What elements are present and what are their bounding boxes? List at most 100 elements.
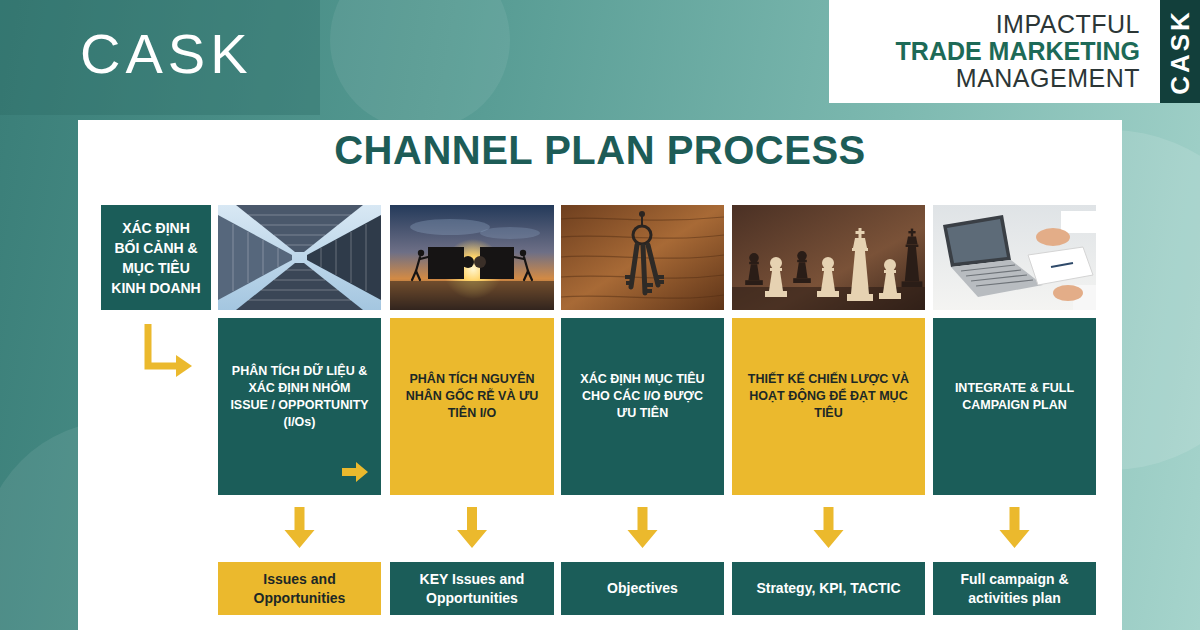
process-box-text: INTEGRATE & FULL CAMPAIGN PLAN: [944, 380, 1085, 414]
laptop-photo-shape: [933, 205, 1096, 310]
laptop-photo-shape: [1028, 247, 1093, 285]
puzzle-photo: [390, 205, 554, 310]
puzzle-photo-shape: [410, 219, 490, 235]
keys-photo-shape: [641, 215, 643, 226]
skyscraper-photo-shape: [336, 240, 337, 275]
skyscraper-photo-shape: [286, 270, 313, 271]
skyscraper-photo-shape: [321, 248, 322, 267]
process-box: THIẾT KẾ CHIẾN LƯỢC VÀ HOẠT ĐỘNG ĐỂ ĐẠT …: [732, 318, 925, 495]
block-arrow: [814, 507, 844, 548]
laptop-photo-shape: [971, 275, 1027, 281]
step-arrow-icon: [342, 462, 368, 482]
chess-photo-shape: [793, 251, 811, 283]
skyscraper-photo-shape: [307, 215, 381, 300]
brand-logo-text: CASK: [80, 24, 253, 84]
puzzle-photo-shape: [528, 271, 532, 280]
puzzle-photo-shape: [420, 257, 428, 259]
flow-arrow: [457, 507, 487, 548]
puzzle-photo-shape: [474, 256, 486, 268]
laptop-photo: [933, 205, 1096, 310]
process-box-text: PHÂN TÍCH DỮ LIỆU & XÁC ĐỊNH NHÓM ISSUE …: [229, 363, 370, 431]
background-blur-shape: [0, 0, 320, 115]
output-box: KEY Issues and Opportunities: [390, 562, 554, 615]
chess-photo-shape: [732, 205, 925, 310]
flow-arrow: [148, 324, 192, 377]
skyscraper-photo-shape: [248, 232, 249, 283]
flow-arrow: [285, 507, 315, 548]
laptop-photo-shape: [966, 270, 1021, 276]
puzzle-photo-shape: [390, 205, 554, 310]
puzzle-photo-shape: [514, 257, 524, 259]
puzzle-photo-shape: [520, 250, 526, 256]
chess-photo-shape: [879, 259, 901, 299]
flow-arrow: [1000, 507, 1030, 548]
laptop-photo-shape: [976, 280, 1033, 286]
skyscraper-photo-shape: [274, 235, 325, 236]
keys-photo-shape: [561, 295, 724, 298]
diagram-title: CHANNEL PLAN PROCESS: [78, 128, 1122, 172]
laptop-photo-shape: [951, 260, 1043, 297]
puzzle-photo-shape: [416, 271, 420, 280]
skyscraper-photo-shape: [218, 215, 292, 300]
laptop-photo-shape: [947, 219, 1007, 263]
output-box: Full campaign & activities plan: [933, 562, 1096, 615]
keys-photo-shape: [633, 226, 651, 244]
keys-photo-shape: [625, 275, 631, 279]
logo-box: IMPACTFULTRADE MARKETINGMANAGEMENTCASK: [829, 0, 1200, 103]
chess-photo-shape: [817, 257, 839, 297]
skyscraper-photo-shape: [233, 224, 234, 291]
keys-photo-shape: [561, 235, 724, 238]
block-arrow: [1000, 507, 1030, 548]
keys-photo-shape: [648, 245, 658, 285]
keys-photo-shape: [658, 275, 664, 279]
keys-photo-shape: [561, 205, 724, 310]
skyscraper-photo-shape: [248, 300, 351, 301]
laptop-photo-shape: [943, 215, 1011, 267]
logo-strip: CASK: [1160, 0, 1200, 103]
process-box: INTEGRATE & FULL CAMPAIGN PLAN: [933, 318, 1096, 495]
output-box-text: Objectives: [607, 579, 678, 598]
laptop-photo-shape: [1051, 263, 1073, 267]
keys-photo-shape: [659, 280, 664, 284]
flow-arrow: [814, 507, 844, 548]
block-arrow: [628, 507, 658, 548]
skyscraper-photo-shape: [263, 240, 264, 275]
output-box: Issues and Opportunities: [218, 562, 381, 615]
skyscraper-photo-shape: [248, 215, 351, 216]
chess-photo-shape: [745, 253, 763, 285]
skyscraper-photo-shape: [233, 215, 366, 300]
puzzle-photo-shape: [428, 247, 464, 279]
keys-photo-shape: [561, 217, 724, 298]
laptop-photo-shape: [961, 265, 1033, 286]
skyscraper-photo-shape: [218, 205, 381, 310]
background-blur-shape: [330, 0, 510, 130]
skyscraper-photo-shape: [278, 248, 279, 267]
chess-photo-shape: [847, 228, 873, 301]
keys-photo-shape: [631, 245, 658, 293]
flow-arrow: [628, 507, 658, 548]
process-box-text: PHÂN TÍCH NGUYÊN NHÂN GỐC RỄ VÀ ƯU TIÊN …: [401, 371, 543, 422]
skyscraper-photo-shape: [351, 232, 352, 283]
output-box-text: KEY Issues and Opportunities: [398, 570, 546, 608]
laptop-photo-shape: [1036, 228, 1070, 246]
keys-photo-shape: [625, 275, 664, 293]
process-box: PHÂN TÍCH NGUYÊN NHÂN GỐC RỄ VÀ ƯU TIÊN …: [390, 318, 554, 495]
process-box: XÁC ĐỊNH MỤC TIÊU CHO CÁC I/O ĐƯỢC ƯU TI…: [561, 318, 724, 495]
keys-photo-shape: [626, 281, 631, 285]
process-box: PHÂN TÍCH DỮ LIỆU & XÁC ĐỊNH NHÓM ISSUE …: [218, 318, 381, 495]
logo-box-text: TRADE MARKETING: [896, 38, 1140, 65]
chess-photo-shape: [765, 228, 901, 301]
chess-photo-shape: [765, 257, 787, 297]
output-box: Objectives: [561, 562, 724, 615]
start-box-text: XÁC ĐỊNH BỐI CẢNH & MỤC TIÊU KINH DOANH: [110, 218, 202, 298]
block-arrow: [457, 507, 487, 548]
puzzle-photo-shape: [480, 227, 540, 239]
keys-photo-shape: [647, 283, 653, 287]
keys-photo-shape: [647, 289, 652, 293]
output-box-text: Full campaign & activities plan: [941, 570, 1088, 608]
keys-photo: [561, 205, 724, 310]
block-arrow: [285, 507, 315, 548]
laptop-photo-shape: [1053, 285, 1083, 301]
